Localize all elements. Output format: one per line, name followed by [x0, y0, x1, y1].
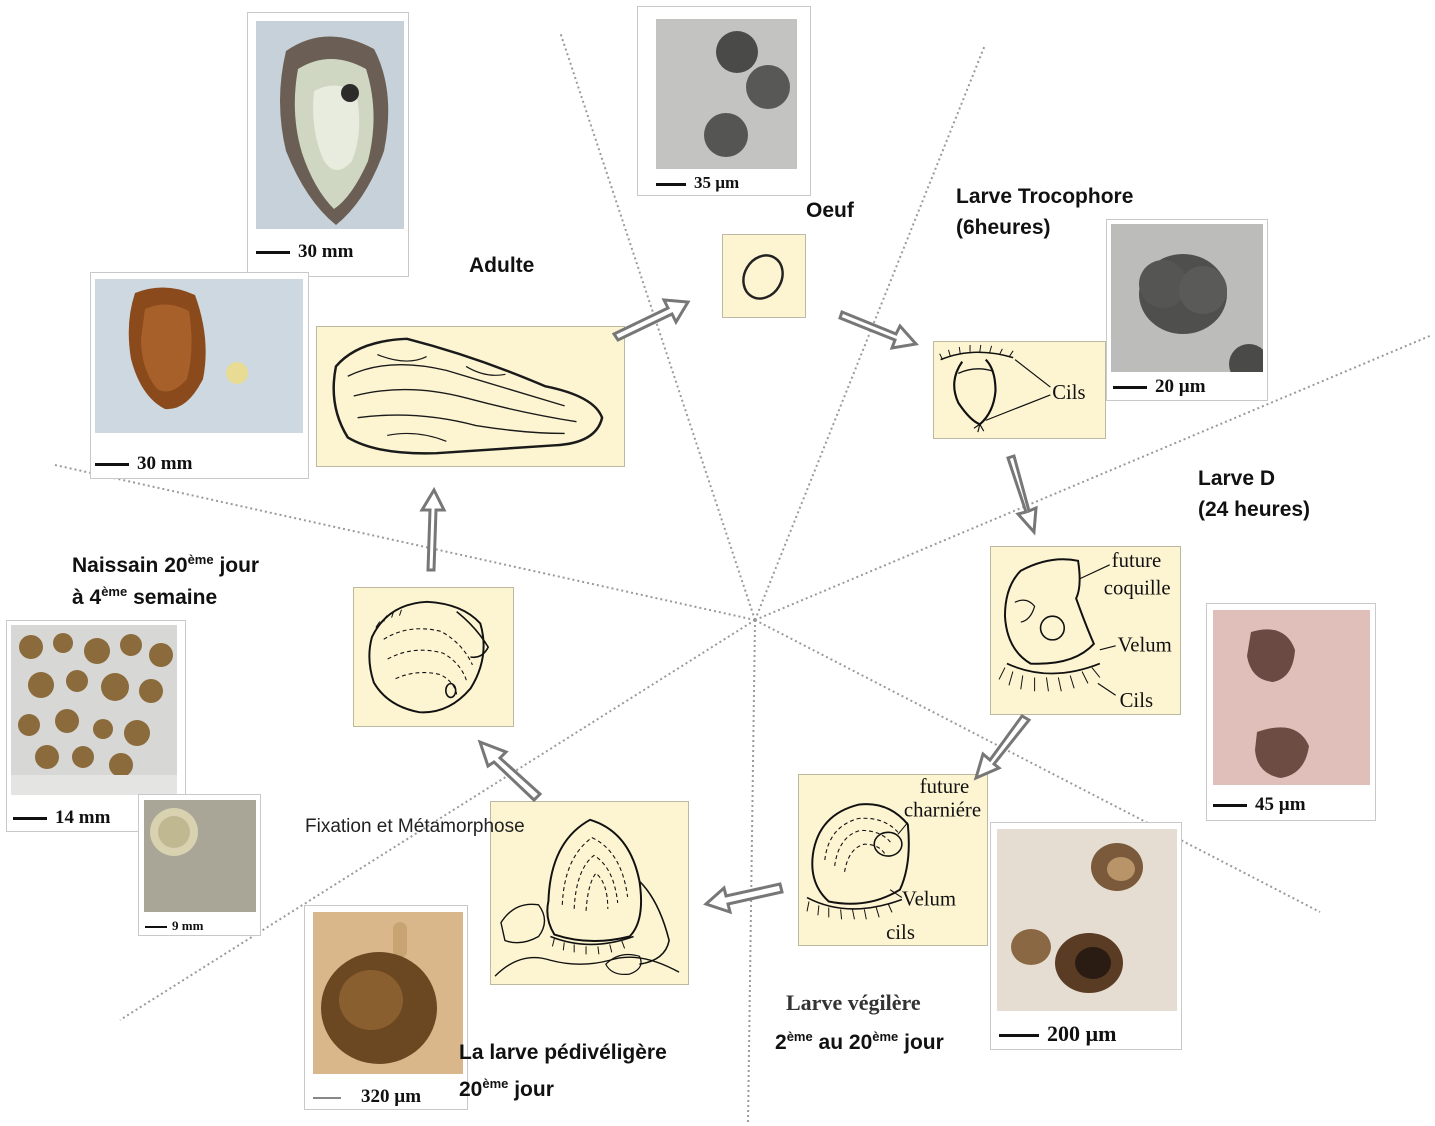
superscript: ème [188, 552, 214, 567]
naissain-small-photo: 9 mm [138, 794, 261, 936]
label-pediveligere-day: 20ème jour [459, 1068, 554, 1105]
pediveligere-image [313, 912, 463, 1074]
egg-drawing [722, 234, 806, 318]
label-trocophore-time: (6heures) [956, 212, 1051, 243]
pediveligere-text: jour [508, 1078, 554, 1101]
egg-cells-image [656, 19, 797, 169]
naissain-small-image [144, 800, 256, 912]
scale-label: 20 µm [1155, 376, 1206, 397]
label-larve-d-time: (24 heures) [1198, 494, 1310, 525]
superscript: ème [872, 1029, 898, 1044]
naissain-text: jour [214, 554, 260, 577]
label-adulte: Adulte [469, 250, 534, 281]
future-annotation: future [920, 776, 970, 798]
label-naissain-week: à 4ème semaine [72, 576, 217, 613]
naissain-outline [354, 588, 513, 726]
label-vegilere-days: 2ème au 20ème jour [775, 1021, 944, 1058]
trocophore-photo: 20 µm [1106, 219, 1268, 401]
vegilere-text: jour [898, 1031, 944, 1054]
naissain-spat-image [11, 625, 177, 795]
scale-label: 320 µm [361, 1086, 421, 1107]
vegilere-image [997, 829, 1177, 1011]
vegilere-drawing: future charniére Velum cils [798, 774, 988, 946]
velum-annotation: Velum [1118, 635, 1172, 657]
trocophore-outline: Cils [934, 342, 1105, 438]
adult-oyster-outline [317, 327, 624, 466]
scale-label: 35 µm [694, 173, 739, 192]
adult-oyster-open-photo: 30 mm [247, 12, 409, 277]
scale-label: 30 mm [137, 453, 192, 474]
label-oeuf: Oeuf [806, 195, 854, 226]
label-trocophore-title: Larve Trocophore [956, 181, 1133, 212]
vegilere-text: au 20 [813, 1031, 873, 1054]
trocophore-image [1111, 224, 1263, 372]
scale-label: 200 µm [1047, 1021, 1117, 1046]
cils-annotation: cils [886, 922, 915, 944]
superscript: ème [482, 1076, 508, 1091]
scale-label: 9 mm [172, 918, 203, 933]
coquille-annotation: coquille [1104, 577, 1171, 599]
naissain-text: semaine [127, 586, 217, 609]
vegilere-outline: future charniére Velum cils [799, 775, 987, 945]
egg-outline [723, 235, 805, 317]
larve-d-drawing: future coquille Velum Cils [990, 546, 1181, 715]
vegilere-photo: 200 µm [990, 822, 1182, 1050]
naissain-text: à 4 [72, 586, 101, 609]
scale-label: 14 mm [55, 807, 110, 828]
oyster-closed-image [95, 279, 303, 433]
superscript: ème [787, 1029, 813, 1044]
cils-annotation: Cils [1052, 382, 1085, 404]
adult-oyster-closed-photo: 30 mm [90, 272, 309, 479]
label-vegilere-title: Larve végilère [786, 990, 921, 1016]
pediveligere-text: 20 [459, 1078, 482, 1101]
future-annotation: future [1112, 550, 1162, 572]
pediveligere-photo: 320 µm [304, 905, 468, 1110]
vegilere-text: 2 [775, 1031, 787, 1054]
naissain-text: Naissain 20 [72, 554, 188, 577]
superscript: ème [101, 584, 127, 599]
oyster-open-image [256, 21, 404, 229]
label-pediveligere-title: La larve pédivéligère [459, 1037, 667, 1068]
naissain-drawing [353, 587, 514, 727]
adult-oyster-drawing [316, 326, 625, 467]
cils-annotation: Cils [1120, 690, 1153, 712]
larve-d-outline: future coquille Velum Cils [991, 547, 1180, 714]
scale-label: 30 mm [298, 241, 353, 262]
velum-annotation: Velum [902, 888, 956, 910]
label-larve-d-title: Larve D [1198, 463, 1275, 494]
egg-photo: 35 µm [637, 6, 811, 196]
trocophore-drawing: Cils [933, 341, 1106, 439]
larve-d-photo: 45 µm [1206, 603, 1376, 821]
label-fixation: Fixation et Métamorphose [305, 816, 525, 838]
ray-line [748, 620, 755, 1124]
larve-d-image [1213, 610, 1370, 785]
charniere-annotation: charniére [904, 800, 981, 822]
scale-label: 45 µm [1255, 794, 1306, 815]
